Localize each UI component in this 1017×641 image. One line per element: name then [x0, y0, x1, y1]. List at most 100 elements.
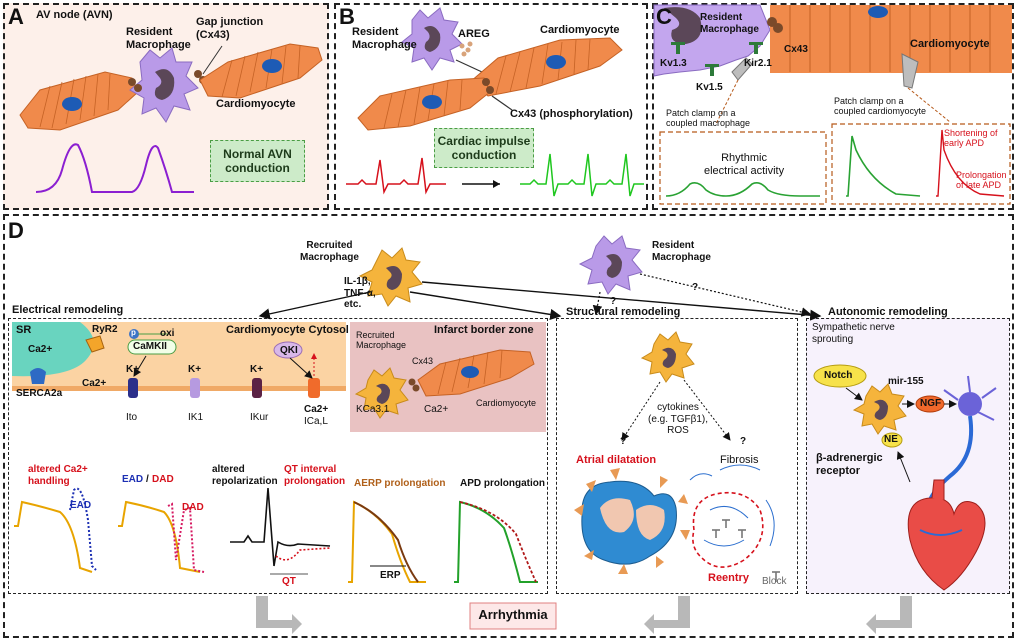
cardiomyocyte-apd-red	[936, 129, 1005, 197]
block-label: Block	[762, 576, 787, 587]
panel-b-macrophage-label: Resident Macrophage	[352, 26, 417, 51]
ikur-label: IKur	[250, 412, 269, 423]
ead-dad-a: EAD	[122, 474, 144, 485]
ikur-channel	[252, 378, 262, 398]
trace-qt	[230, 487, 331, 575]
ibz-cx43-label: Cx43	[412, 356, 434, 366]
panel-c-letter: C	[656, 4, 672, 29]
serca-pump	[30, 368, 46, 384]
panel-d-letter: D	[8, 218, 24, 243]
macrophage-rhythmic-trace	[665, 182, 820, 197]
altered-ca-label: altered Ca2+ handling	[28, 464, 88, 487]
recruited-macrophage-label: Recruited Macrophage	[300, 240, 359, 263]
camkii-label: CaMKII	[133, 341, 167, 352]
panel-c-cardiomyocyte-label: Cardiomyocyte	[910, 38, 990, 50]
dilated-atrium-icon	[581, 480, 677, 565]
ca-up-label: Ca2+	[82, 378, 107, 389]
panel-c-art	[653, 4, 1012, 205]
aerp-label: AERP prolongation	[354, 478, 446, 489]
k3-label: K+	[250, 364, 264, 375]
recruited-macrophage-ibz	[354, 367, 409, 419]
structural-remodeling-label: Structural remodeling	[566, 306, 681, 318]
infarct-label: Infarct border zone	[434, 324, 534, 336]
panel-a-art	[19, 43, 323, 193]
k1-label: K+	[126, 364, 140, 375]
ito-label: Ito	[126, 412, 138, 423]
panel-c-macrophage-label: Resident Macrophage	[700, 12, 759, 35]
ne-oval	[881, 432, 903, 448]
cardiomyocyte-apd-green	[846, 135, 921, 197]
panel-b-cardiomyocyte-label: Cardiomyocyte	[540, 24, 620, 36]
ead-dad-slash: /	[146, 474, 149, 485]
cardiomyocyte-b-upper	[469, 37, 623, 97]
sr-label: SR	[16, 324, 32, 336]
cardiomyocyte-b-lower	[357, 77, 491, 131]
oxi-label: oxi	[160, 328, 175, 339]
electrical-remodeling-label: Electrical remodeling	[12, 304, 124, 316]
ibz-cm-label: Cardiomyocyte	[476, 398, 537, 408]
qt-prolongation-label: QT interval prolongation	[284, 464, 346, 487]
panel-a-gap-junction-label: Gap junction (Cx43)	[196, 16, 264, 41]
serca-label: SERCA2a	[16, 388, 63, 399]
camkii-box	[127, 339, 177, 355]
panel-c-prolongation: Prolongation of late APD	[956, 170, 1007, 191]
sympathetic-label: Sympathetic nerve sprouting	[812, 322, 895, 345]
panel-c-kv13: Kv1.3	[660, 58, 687, 69]
apd-label: APD prolongation	[460, 478, 545, 489]
panel-c-patch-mac: Patch clamp on a coupled macrophage	[666, 108, 751, 129]
panel-a-title: AV node (AVN)	[36, 9, 113, 21]
ead-dad-b: DAD	[152, 474, 174, 485]
cardiomyocyte-right	[199, 43, 323, 99]
mir155-label: mir-155	[888, 376, 924, 387]
resident-macrophage-b	[401, 7, 463, 71]
struct-cytokines-label: cytokines (e.g. TGFβ1), ROS	[648, 402, 709, 436]
ecg-green-trace	[520, 153, 644, 197]
arrhythmia-label: Arrhythmia	[478, 607, 548, 622]
panel-c-kir21: Kir2.1	[744, 58, 772, 69]
question-3: ?	[620, 436, 627, 447]
qki-oval	[273, 341, 303, 359]
ibz-recruited-label: Recruited Macrophage	[356, 330, 407, 351]
structural-box	[556, 318, 798, 594]
fibrosis-reentry-icon	[689, 464, 775, 568]
k2-label: K+	[188, 364, 202, 375]
trace-ead	[14, 487, 97, 573]
p-label: p	[131, 328, 136, 337]
kca-label: KCa3.1	[356, 404, 390, 415]
ik1-label: IK1	[188, 412, 204, 423]
beta-receptor-label: β-adrenergic receptor	[816, 452, 883, 477]
notch-label: Notch	[824, 370, 853, 381]
ngf-label: NGF	[920, 398, 942, 409]
panel-c-kv15: Kv1.5	[696, 82, 723, 93]
electrical-box	[8, 318, 548, 594]
recruited-macrophage-top	[358, 247, 423, 307]
ical-channel	[308, 378, 320, 398]
dad-trace-label: DAD	[182, 502, 204, 513]
fibrosis-label: Fibrosis	[720, 454, 759, 466]
trace-dad	[118, 500, 205, 573]
question-1: ?	[692, 282, 699, 293]
heart-icon	[907, 479, 986, 591]
arrhythmia-box	[469, 602, 557, 630]
top-cytokines: IL-1β, TNF-α, etc.	[344, 276, 376, 310]
bottom-arrows	[256, 596, 912, 634]
resident-macrophage-label: Resident Macrophage	[652, 240, 711, 263]
panel-b-impulse-box: Cardiac impulse conduction	[434, 128, 534, 168]
altered-repol-label: altered repolarization	[212, 464, 278, 487]
panel-b-letter: B	[339, 4, 355, 29]
ca-sr-label: Ca2+	[28, 344, 53, 355]
panel-c-cx43: Cx43	[784, 44, 808, 55]
ryr2-label: RyR2	[92, 324, 118, 335]
erp-trace-label: ERP	[380, 570, 401, 581]
recruited-macrophage-auto	[852, 383, 907, 435]
ito-channel	[128, 378, 138, 398]
question-4: ?	[740, 436, 747, 447]
qt-trace-label: QT	[282, 576, 296, 587]
panel-a-cardiomyocyte-label: Cardiomyocyte	[216, 98, 296, 110]
cytosol-label: Cardiomyocyte Cytosol	[226, 324, 349, 336]
ical-ca-label: Ca2+	[304, 404, 329, 415]
notch-oval	[813, 364, 867, 388]
reentry-label: Reentry	[708, 572, 749, 584]
panel-a-letter: A	[8, 4, 24, 29]
